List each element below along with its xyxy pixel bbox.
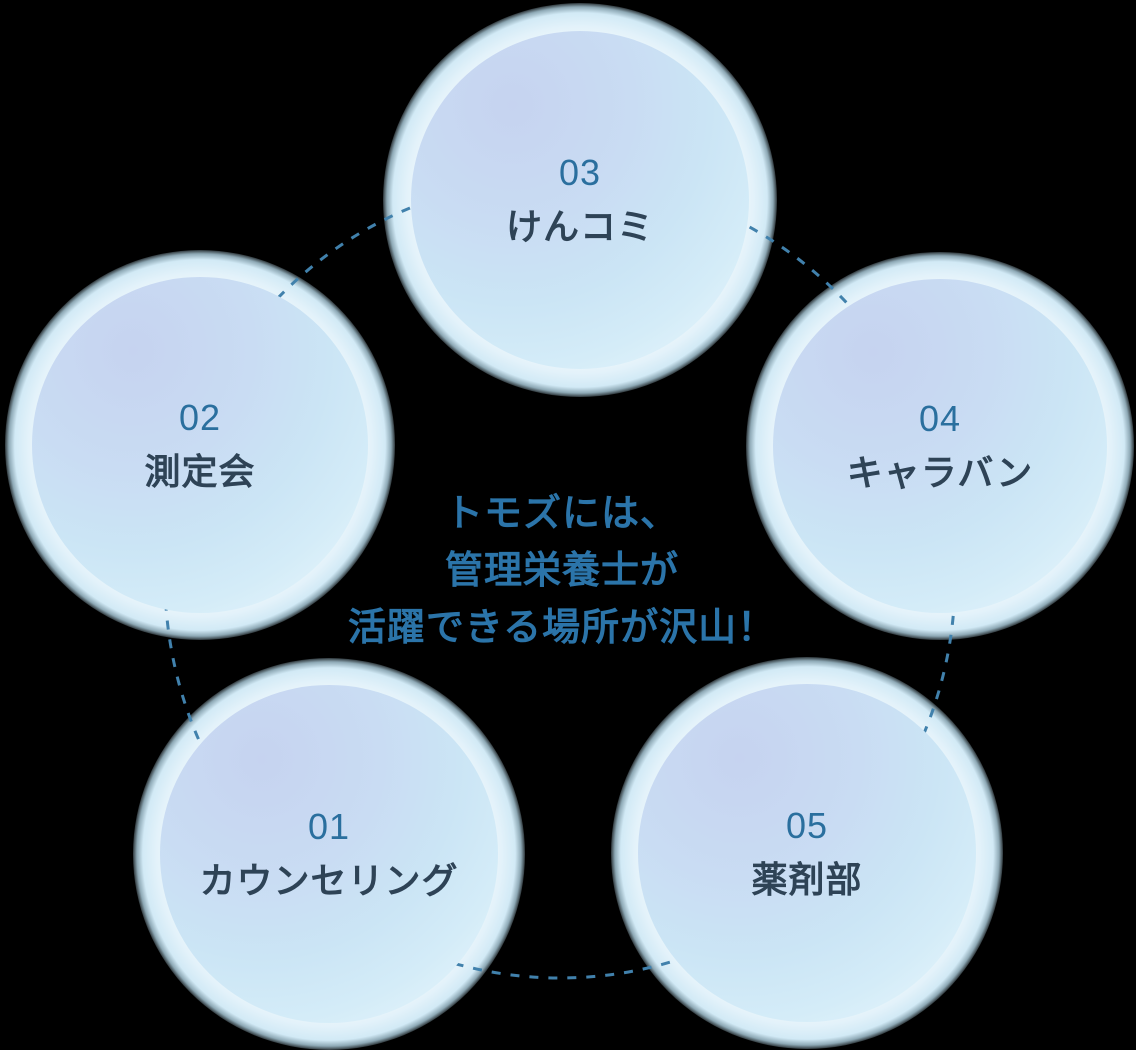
bubble-05-pharmacy-dept: 05 薬剤部 — [611, 657, 1003, 1049]
bubble-core: 05 薬剤部 — [638, 684, 976, 1022]
bubble-01-counseling: 01 カウンセリング — [133, 658, 525, 1050]
center-message-line-1: トモズには、 — [444, 493, 679, 535]
center-message: トモズには、 管理栄養士が 活躍できる場所が沢山！ — [212, 486, 912, 657]
bubble-label: けんコミ — [505, 206, 654, 247]
bubble-number: 01 — [307, 806, 351, 847]
bubble-03-kencomi: 03 けんコミ — [383, 3, 777, 397]
bubble-label: 薬剤部 — [751, 859, 863, 900]
bubble-number: 04 — [918, 398, 962, 439]
bubble-core: 03 けんコミ — [410, 30, 750, 370]
bubble-number: 03 — [558, 152, 602, 193]
center-message-line-3: 活躍できる場所が沢山！ — [347, 607, 777, 649]
bubble-core: 01 カウンセリング — [160, 685, 498, 1023]
center-message-line-2: 管理栄養士が — [444, 550, 679, 592]
bubble-number: 05 — [785, 805, 829, 846]
bubble-label: カウンセリング — [199, 860, 459, 901]
bubble-number: 02 — [178, 397, 222, 438]
bubble-label: 測定会 — [144, 451, 256, 492]
